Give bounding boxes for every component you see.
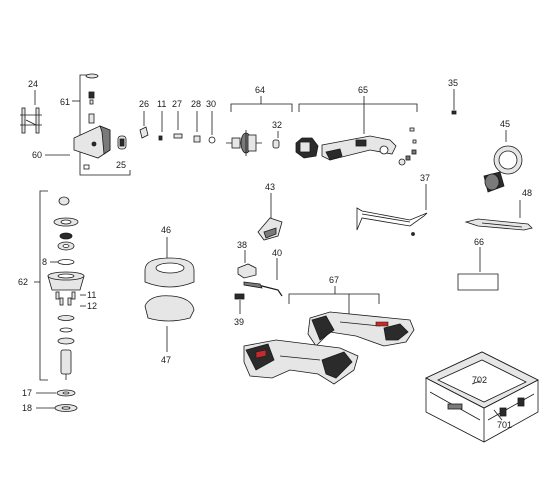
housing-67-group: 67: [243, 275, 415, 385]
side-handle-48-group: 48: [464, 188, 533, 231]
callout-24: 24: [28, 79, 38, 89]
flanges-17-18-group: 17 18: [22, 388, 78, 413]
callout-17: 17: [22, 388, 32, 398]
callout-64: 64: [255, 85, 265, 95]
motor-group: 64 32: [226, 85, 293, 156]
screw-35-group: 35: [448, 78, 458, 115]
stator-part: [295, 137, 319, 159]
callout-11-top: 11: [157, 99, 166, 109]
callout-30: 30: [206, 99, 216, 109]
callout-46: 46: [161, 225, 171, 235]
parts-38-40-39-group: 38 40 39: [234, 240, 283, 327]
switch-spring-part: [20, 107, 42, 134]
callout-18: 18: [22, 403, 32, 413]
callout-45: 45: [500, 119, 510, 129]
gear-stack-parts: [47, 196, 85, 380]
label-66-group: 66: [457, 237, 499, 291]
callout-40: 40: [272, 248, 282, 258]
guards-46-47-group: 46 47: [144, 225, 195, 365]
callout-12: 12: [87, 301, 97, 311]
callout-8: 8: [42, 257, 47, 267]
callout-61: 61: [60, 97, 70, 107]
callout-11-bottom: 11: [87, 290, 96, 300]
electronics-module-part: [321, 135, 397, 161]
switch-assembly-group: 24 61 60 25: [20, 73, 131, 176]
bracket-37-group: 37: [356, 173, 430, 236]
switch-small-parts: [83, 73, 99, 170]
part-43-group: 43: [257, 182, 283, 241]
stator-group: 65: [295, 85, 418, 166]
housing-half-left-part: [243, 339, 359, 385]
gear-assembly-group: 62 8 11 12: [18, 190, 97, 381]
callout-65: 65: [358, 85, 368, 95]
callout-43: 43: [265, 182, 275, 192]
small-parts-row: 26 11 27 28 30: [139, 99, 216, 144]
callout-32: 32: [272, 120, 282, 130]
callout-67: 67: [329, 275, 339, 285]
callout-48: 48: [522, 188, 532, 198]
callout-25: 25: [116, 160, 126, 170]
wiring-small-parts: [398, 127, 417, 166]
carry-case-part: [425, 351, 539, 443]
callout-35: 35: [448, 78, 458, 88]
housing-half-right-part: [307, 311, 415, 347]
callout-701: 701: [497, 420, 512, 430]
callout-26: 26: [139, 99, 149, 109]
callout-47: 47: [161, 355, 171, 365]
callout-38: 38: [237, 240, 247, 250]
switch-housing-part: [73, 125, 111, 159]
armature-part: [226, 130, 262, 156]
guard-45-group: 45: [483, 119, 523, 193]
callout-702: 702: [472, 375, 487, 385]
case-701-702-group: 702 701: [425, 351, 539, 443]
callout-62: 62: [18, 277, 28, 287]
callout-27: 27: [172, 99, 182, 109]
callout-60: 60: [32, 150, 42, 160]
switch-button-part: [117, 135, 127, 150]
callout-66: 66: [474, 237, 484, 247]
callout-37: 37: [420, 173, 430, 183]
callout-39: 39: [234, 317, 244, 327]
callout-28: 28: [191, 99, 201, 109]
